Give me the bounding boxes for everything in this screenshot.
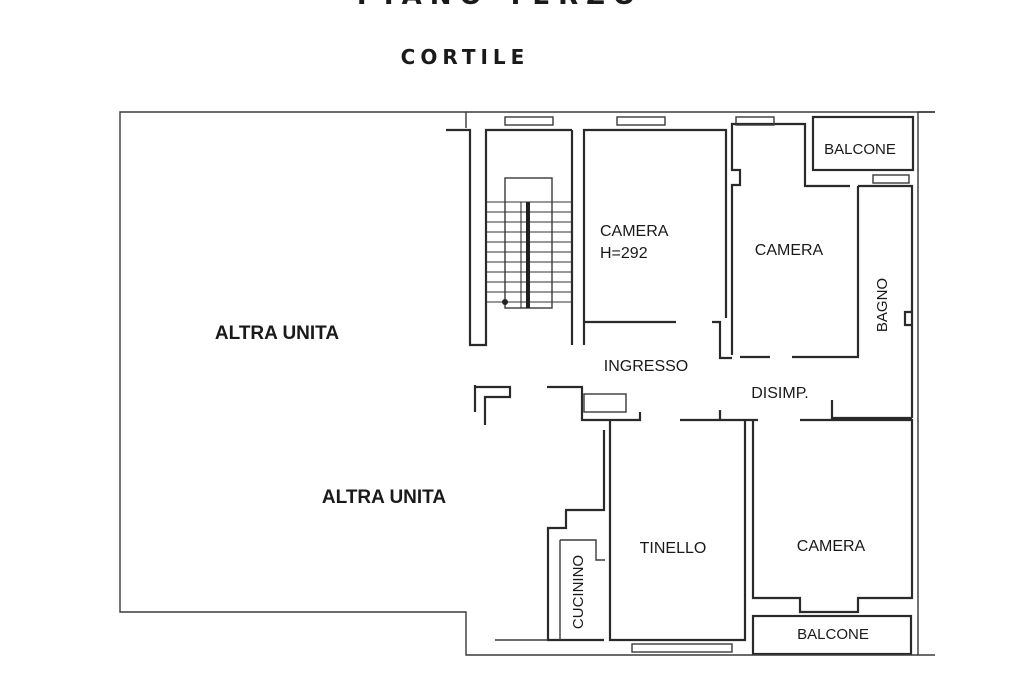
cut-title-group: PIANO TERZO — [310, 0, 690, 11]
right-outer-wall — [917, 111, 935, 655]
camera-1-height-label: H=292 — [600, 245, 648, 262]
ingresso-label: INGRESSO — [604, 358, 688, 375]
camera-3-label: CAMERA — [797, 538, 866, 555]
cut-title: PIANO TERZO — [357, 0, 643, 11]
camera-1-label: CAMERA — [600, 223, 669, 240]
cucinino-walls — [559, 539, 605, 640]
altra-unita-top-label: ALTRA UNITA — [215, 323, 339, 344]
camera-3-walls — [751, 418, 914, 614]
bagno-label: BAGNO — [874, 278, 891, 332]
courtyard-label: CORTILE — [401, 45, 530, 69]
stairwell — [446, 116, 574, 347]
camera-1-walls — [582, 116, 732, 360]
tinello-label: TINELLO — [640, 540, 707, 557]
balcone-bottom-box — [751, 614, 913, 656]
disimpegno-label: DISIMP. — [751, 385, 809, 402]
altra-unita-region — [119, 111, 935, 656]
camera-2-label: CAMERA — [755, 242, 824, 259]
balcone-bottom-label: BALCONE — [797, 626, 869, 643]
cucinino-label: CUCININO — [570, 555, 587, 629]
altra-unita-bottom-label: ALTRA UNITA — [322, 487, 446, 508]
camera-2-walls — [730, 116, 860, 359]
balcone-top-box — [811, 115, 915, 172]
ingresso-walls — [473, 385, 758, 425]
balcone-top-label: BALCONE — [824, 141, 896, 158]
bagno-walls — [830, 174, 914, 420]
